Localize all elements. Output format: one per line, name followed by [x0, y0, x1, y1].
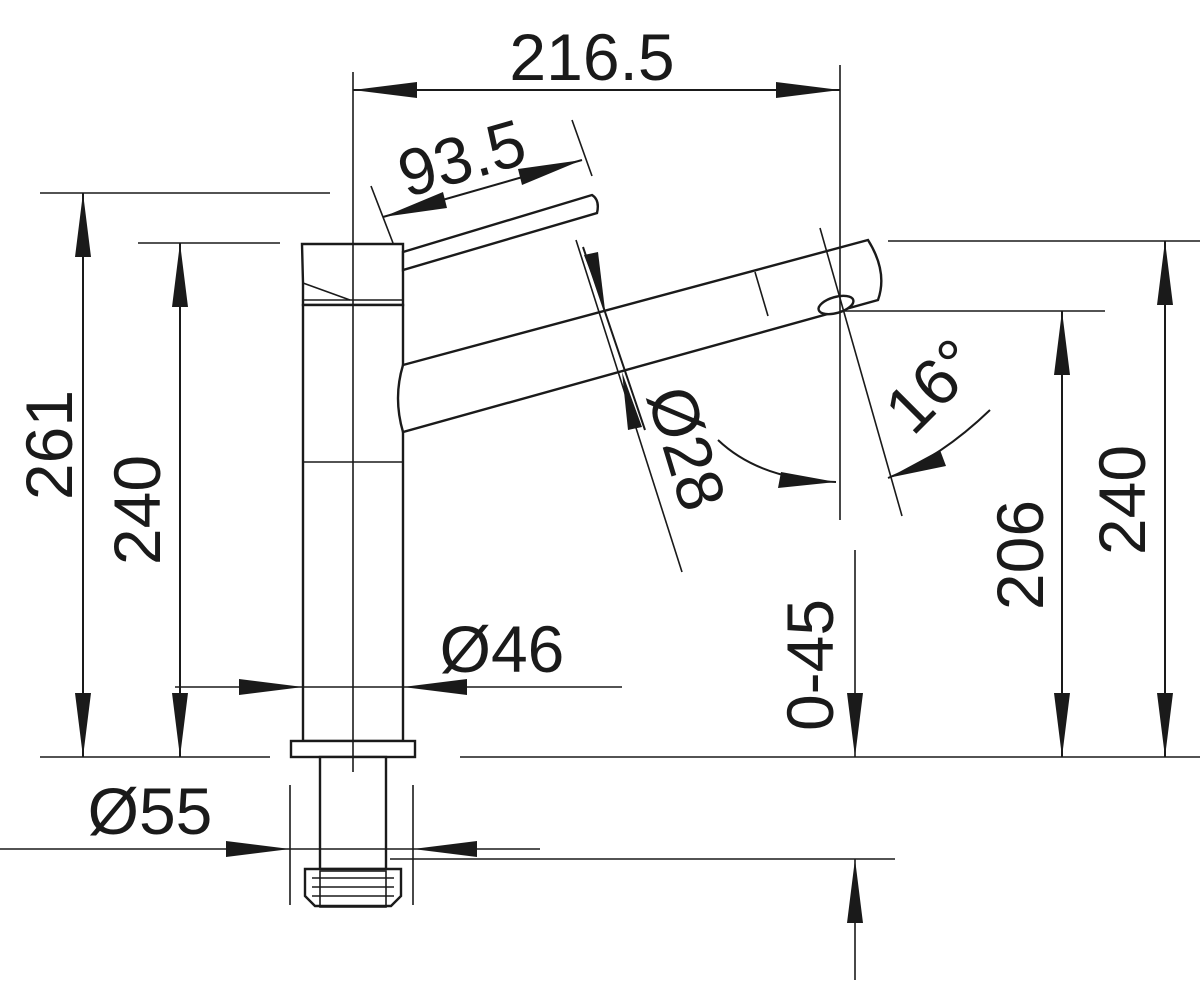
arrow-93-5-right — [518, 160, 582, 185]
label-lever-length: 93.5 — [390, 105, 534, 212]
faucet-body — [289, 193, 883, 908]
head-bevel — [302, 282, 351, 301]
arrow-045-top — [847, 693, 863, 757]
arrow-55-left — [226, 841, 290, 857]
arrow-261-bottom — [75, 693, 91, 757]
label-outlet-height: 206 — [983, 500, 1057, 610]
label-base-diameter: Ø46 — [440, 612, 565, 686]
arrow-55-right — [413, 841, 477, 857]
arrow-46-right — [403, 679, 467, 695]
arrow-206-top — [1054, 311, 1070, 375]
lever-handle — [401, 193, 600, 272]
ext-angle-line — [819, 227, 903, 517]
arrow-045-bottom — [847, 859, 863, 923]
spout-aerator — [817, 294, 855, 316]
arrow-16-left — [778, 472, 836, 488]
nut-core — [319, 870, 387, 908]
arrow-dia28-bottom — [622, 372, 642, 430]
dimension-labels: 216.5 93.5 261 240 Ø28 16° Ø46 206 240 0… — [12, 20, 1159, 848]
arrow-240-body-bottom — [172, 693, 188, 757]
arrow-240-spout-top — [1157, 241, 1173, 305]
label-body-height: 240 — [100, 455, 174, 565]
arrow-46-left — [239, 679, 303, 695]
label-deck-thickness: 0-45 — [773, 599, 847, 731]
arrow-16-right — [888, 450, 946, 478]
arrow-240-spout-bottom — [1157, 693, 1173, 757]
label-overall-reach: 216.5 — [509, 20, 674, 94]
threaded-shank — [318, 755, 388, 871]
label-spout-top-height: 240 — [1085, 445, 1159, 555]
dim-arc-16-degree — [717, 439, 837, 483]
arrow-206-bottom — [1054, 693, 1070, 757]
ext-lever-left — [370, 185, 394, 244]
ext-lever-right — [571, 119, 593, 177]
label-swivel-angle: 16° — [870, 324, 993, 447]
spout-joint — [754, 271, 769, 317]
arrow-216-5-right — [776, 82, 840, 98]
label-spout-diameter: Ø28 — [633, 378, 740, 519]
dimension-lines — [75, 82, 1173, 923]
arrow-216-5-left — [353, 82, 417, 98]
arrow-240-body-top — [172, 243, 188, 307]
arrow-dia28-top — [584, 252, 605, 310]
arrow-93-5-left — [383, 192, 447, 217]
label-mounting-hole: Ø55 — [88, 774, 213, 848]
label-total-height: 261 — [12, 390, 86, 500]
extension-lines — [0, 65, 1200, 980]
arrow-261-top — [75, 193, 91, 257]
